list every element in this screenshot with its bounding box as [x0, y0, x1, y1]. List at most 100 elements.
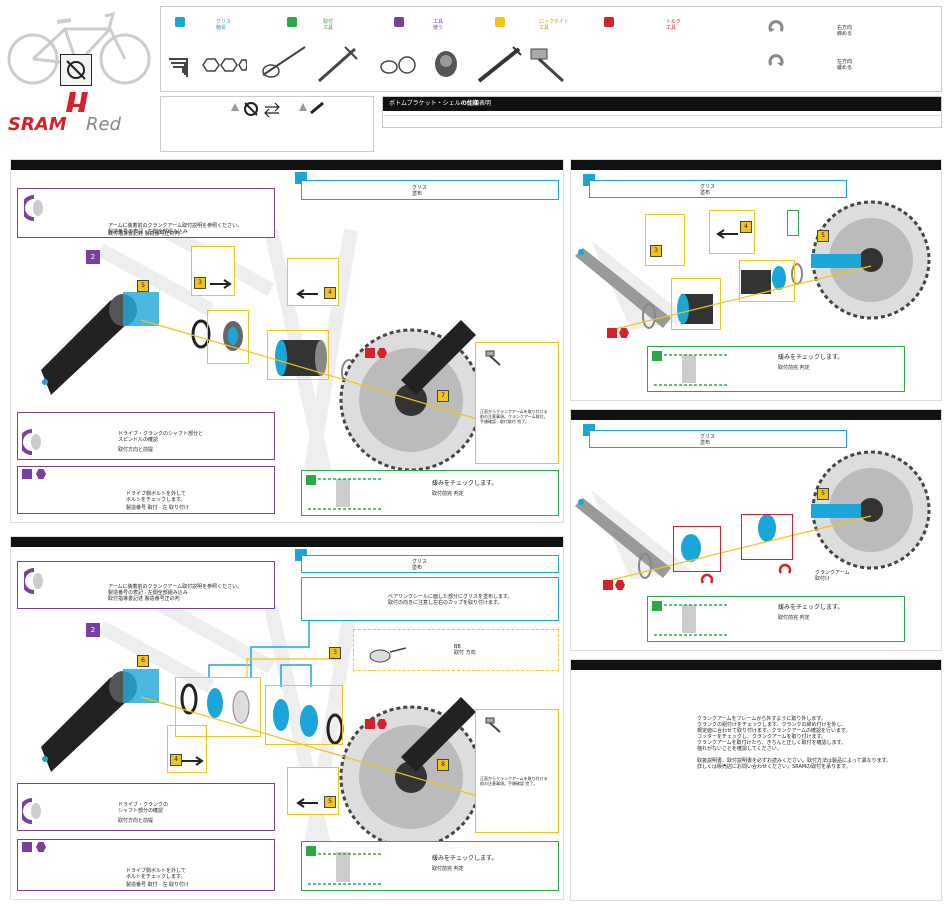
check-illustration: [654, 604, 728, 636]
arrow-left-icon: [296, 289, 318, 299]
note-text: 緩みをチェックします。: [432, 480, 498, 487]
detail-box-install: 4: [287, 258, 339, 306]
note-text: 取付前完 判定: [432, 866, 464, 872]
step-badge: 3: [329, 647, 341, 659]
frame-illustration: [575, 450, 931, 581]
purple-note-mid: ドライブ・クランクの シャフト部分の確認 取付方向と前提: [17, 783, 275, 831]
panel-bottom-right: クランクアームをフレームから外すように取り外します。 クランクの組付けをチェック…: [570, 659, 942, 901]
check-box: 緩みをチェックします。 取付前完 判定: [301, 841, 559, 891]
note-text: 製造番号 取付 · 左 取り付け: [126, 505, 189, 511]
panel-top-right: グリス 塗布 3 4 5 緩みをチェックします。 取付前完 判定: [570, 159, 942, 401]
grease-note: グリス 塗布: [301, 180, 559, 200]
bb-tool-icon: [315, 41, 363, 85]
crank-arm-icon: [19, 796, 46, 826]
clockwise-icon: [767, 19, 785, 37]
note-text: 塗布: [412, 565, 423, 571]
step-badge: [652, 601, 662, 611]
legend-label: 緩める: [837, 65, 853, 71]
note-text: 製造番号 取付 · 左 取り付け: [126, 882, 189, 888]
step-badge: 4: [740, 221, 752, 233]
note-text: BB: [454, 644, 461, 650]
note-text: グリス: [412, 185, 428, 191]
grease-chip: [175, 17, 185, 27]
torque-hex-icon: [377, 719, 387, 729]
panel-top-left: アームに装着前のクランクアーム取付説明を参照ください。 製造番号の表記 · 左側…: [10, 159, 564, 523]
counterclockwise-icon: [767, 53, 785, 71]
highlight-box: [267, 330, 329, 380]
torque-hex-icon: [615, 580, 625, 590]
detail-box-install: 5: [287, 767, 339, 815]
clockwise-icon: [777, 562, 793, 578]
mallet-icon: [484, 349, 504, 367]
step-badge: 5: [137, 280, 149, 292]
legend-label: 工具: [323, 25, 334, 31]
check-box: 緩みをチェックします。 取付前完 判定: [647, 346, 905, 392]
note-text: ドライブ側ボルトを外して ボルトをチェックします。: [126, 868, 186, 880]
legend-label: 工具: [433, 19, 444, 25]
step-badge: 5: [817, 488, 829, 500]
purple-note-mid: ドライブ・クランクのシャフト部分と スピンドルの確認 取付方向と前提: [17, 412, 275, 460]
purple-note-top: アームに装着前のクランクアーム取付説明を参照ください。 製造番号の表記 · 左側…: [17, 561, 275, 609]
step-badge: 7: [437, 390, 449, 402]
torque-badge: [365, 719, 375, 729]
note-text: 取付方向と前提: [118, 447, 154, 453]
socket-icon: [431, 47, 461, 81]
step-badge: 8: [437, 759, 449, 771]
legend-label: 左方向: [837, 59, 853, 65]
crank-puller-icon: [259, 41, 309, 85]
bike-thumbnail: [5, 4, 155, 90]
arrow-left-icon: [716, 229, 738, 239]
note-text: ドライブ側ボルトを外して ボルトをチェックします。: [126, 491, 186, 503]
torque-badge: [603, 580, 613, 590]
arrow-right-icon: [182, 756, 204, 766]
legend-label: 取付: [323, 19, 334, 25]
panel-bottom-left: アームに装着前のクランクアーム取付説明を参照ください。 製造番号の表記 · 左側…: [10, 536, 564, 900]
step-badge: [22, 842, 32, 852]
note-text: 取付指導書記述 製造番号正の判: [108, 596, 180, 602]
cup-detail-icon: [360, 638, 410, 666]
grease-note: グリス 塗布: [301, 555, 559, 573]
note-text: ドライブ・クランクのシャフト部分と スピンドルの確認: [118, 431, 204, 443]
note-text: 正面からクランクアームを取り付ける 前の注意事項。クランクアーム取付。 手順確認…: [480, 409, 548, 424]
purple-note-bottom: ドライブ側ボルトを外して ボルトをチェックします。 製造番号 取付 · 左 取り…: [17, 466, 275, 514]
note-text: 塗布: [700, 190, 711, 196]
spec-icons: [231, 101, 324, 118]
highlight-box: [175, 677, 261, 737]
step-badge: 5: [817, 230, 829, 242]
torque-badge: [365, 348, 375, 358]
torque-chip: [604, 17, 614, 27]
check-box: 緩みをチェックします。 取付前完 判定: [647, 596, 905, 642]
hex-icon: [36, 469, 46, 479]
highlight-box-red: [741, 514, 793, 560]
step-badge: 2: [86, 623, 100, 637]
side-note: 正面からクランクアームを取り付ける 前の注意事項。手順確認 完了。: [475, 709, 559, 833]
purple-note-top: アームに装着前のクランクアーム取付説明を参照ください。 製造番号の表記 · 左側…: [17, 188, 275, 238]
note-text: 取付前完 判定: [778, 365, 810, 371]
tools-legend-panel: グリス 軸受 取付 工具 工具 使う ロックタイト 工具 トルク 工具 右方向 …: [160, 6, 942, 92]
warning-icon: [577, 662, 585, 677]
step-badge: [652, 351, 662, 361]
legend-label: ロックタイト: [539, 19, 569, 25]
detail-box-remove: 4: [167, 725, 207, 773]
panel-mid-right: グリス 塗布 5 クランクアーム 取付け 緩みをチェックします。 取付前完 判定: [570, 409, 942, 651]
crank-arm-icon: [19, 427, 46, 457]
body-text: クランクアームをフレームから外すように取り外します。 クランクの組付けをチェック…: [697, 716, 892, 770]
check-illustration: [308, 852, 382, 885]
note-text: グリス: [412, 559, 428, 565]
grease-note: グリス 塗布: [589, 430, 847, 448]
note-text: グリス: [700, 434, 716, 440]
torque-hex-icon: [377, 348, 387, 358]
check-illustration: [308, 478, 382, 510]
svg-text:SRAM: SRAM: [8, 114, 67, 135]
detail-box-remove: 3: [191, 246, 235, 296]
note-text: ドライブ・クランクの シャフト部分の確認: [118, 802, 169, 814]
frame-illustration: [41, 570, 483, 879]
detail-box-install: 4: [709, 210, 755, 254]
note-text: 塗布: [700, 440, 711, 446]
note-text: 取付前完 判定: [432, 491, 464, 497]
clockwise-icon: [699, 572, 715, 588]
info-bar: ボトムブラケット・シェルの仕様 の組順表明: [382, 96, 942, 128]
step-badge: [306, 846, 316, 856]
note-text: 取付 方向: [454, 650, 476, 656]
note-text: 塗布: [412, 191, 423, 197]
